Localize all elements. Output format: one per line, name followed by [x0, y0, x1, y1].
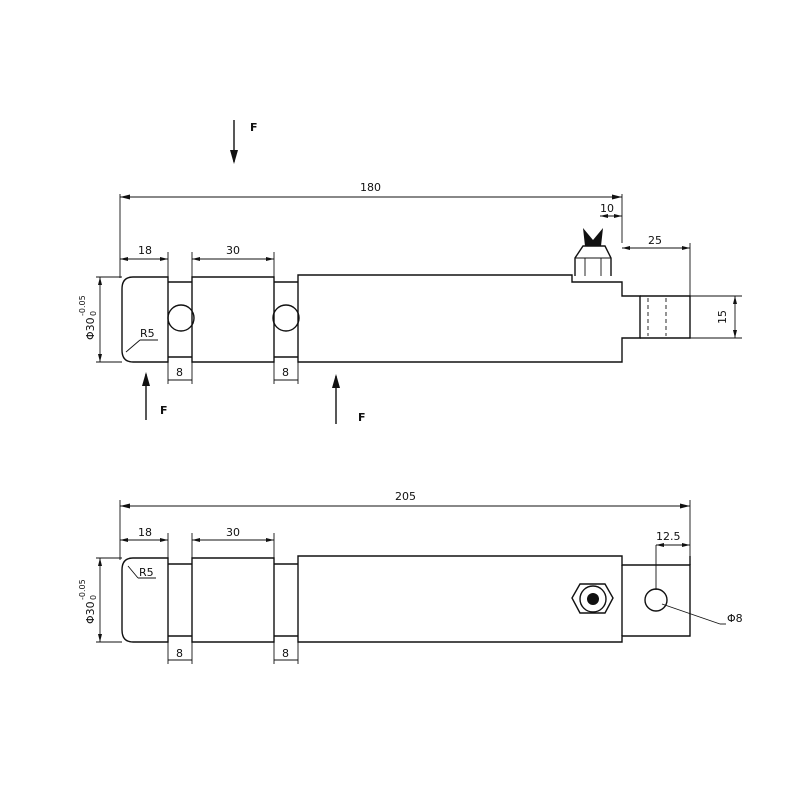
r5-label-bottom: R5 [139, 566, 154, 579]
bar-body-bottom [121, 555, 691, 643]
cable-connector [574, 228, 612, 276]
dim-tab-15-label: 15 [716, 310, 729, 324]
diameter-label-top-group: Φ30 -0.05 0 [78, 295, 98, 340]
dim-groove-right-8-b [273, 642, 299, 664]
dim-groove-right-8 [273, 362, 299, 384]
dim-step-10-label: 10 [600, 202, 614, 215]
diameter-label-bottom: Φ30 [84, 601, 97, 624]
dim-groove-left-8-label: 8 [176, 366, 183, 379]
r5-leader-bottom [127, 565, 139, 579]
force-arrow-top [230, 120, 238, 164]
dim-hole-12-5-label: 12.5 [656, 530, 681, 543]
dim-end-18-b [120, 533, 169, 558]
force-label-right: F [358, 411, 366, 424]
force-label-top: F [250, 121, 258, 134]
top-view: F 180 [78, 120, 742, 424]
dim-diameter-bottom [96, 557, 122, 643]
dim-mid-30 [191, 252, 275, 277]
pin-left [167, 304, 195, 332]
dim-end-18-b-label: 18 [138, 526, 152, 539]
hole-diameter-label: Φ8 [727, 612, 743, 625]
force-label-left: F [160, 404, 168, 417]
dim-hole-12-5 [655, 543, 690, 590]
tol-lower-top: 0 [89, 311, 98, 316]
dim-groove-left-8 [167, 357, 193, 384]
dim-step-10 [600, 214, 622, 218]
pin-right [272, 304, 300, 332]
tol-upper-bottom: -0.05 [78, 579, 87, 600]
dim-groove-left-8-b [167, 636, 193, 664]
phi8-leader [661, 603, 721, 625]
dim-end-18 [120, 252, 169, 277]
dim-groove-right-8-b-label: 8 [282, 647, 289, 660]
force-arrow-right [332, 374, 340, 424]
dim-overall-205 [119, 500, 691, 565]
r5-label-top: R5 [140, 327, 155, 340]
dim-overall-label: 180 [360, 181, 381, 194]
r5-leader-top [125, 339, 141, 353]
tol-upper-top: -0.05 [78, 295, 87, 316]
cable-gland [571, 583, 614, 614]
bar-body [121, 274, 691, 363]
dim-groove-left-8-b-label: 8 [176, 647, 183, 660]
dim-mid-30-b-label: 30 [226, 526, 240, 539]
dim-tab-25-label: 25 [648, 234, 662, 247]
diameter-label-bottom-group: Φ30 -0.05 0 [78, 579, 98, 624]
dim-diameter-top [96, 276, 122, 363]
dim-end-18-label: 18 [138, 244, 152, 257]
tol-lower-bottom: 0 [89, 595, 98, 600]
mounting-hole [644, 588, 668, 612]
dim-overall-180 [119, 194, 623, 278]
dim-mid-30-b [191, 533, 275, 558]
dim-overall-205-label: 205 [395, 490, 416, 503]
dim-tab-25 [622, 243, 691, 296]
bottom-view: 205 18 30 [78, 490, 743, 664]
dim-groove-right-8-label: 8 [282, 366, 289, 379]
dim-mid-30-label: 30 [226, 244, 240, 257]
force-arrow-left [142, 372, 150, 420]
diameter-label-top: Φ30 [84, 317, 97, 340]
dim-tab-15 [690, 295, 742, 339]
